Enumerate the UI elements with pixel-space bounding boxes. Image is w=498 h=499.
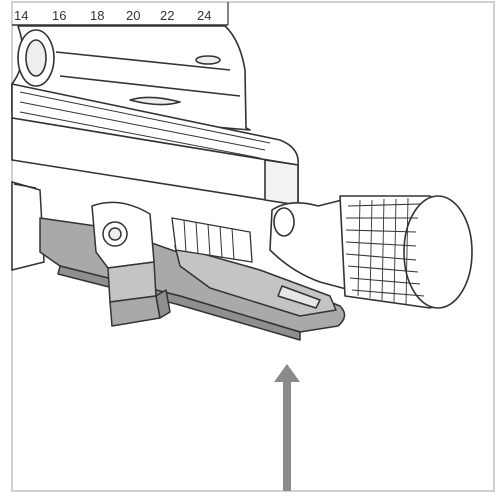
scale-label: 14 <box>14 8 28 23</box>
scale-label: 22 <box>160 8 174 23</box>
scale-strip: 14 16 18 20 22 24 <box>12 2 229 26</box>
scale-label: 20 <box>126 8 140 23</box>
scale-label: 18 <box>90 8 104 23</box>
scale-label: 16 <box>52 8 66 23</box>
scale-label: 24 <box>197 8 211 23</box>
knurled-knob <box>269 195 473 309</box>
side-bracket <box>11 181 45 271</box>
bolt-block <box>91 201 171 327</box>
threaded-screw <box>171 217 253 263</box>
arrow-up-icon <box>274 364 300 491</box>
